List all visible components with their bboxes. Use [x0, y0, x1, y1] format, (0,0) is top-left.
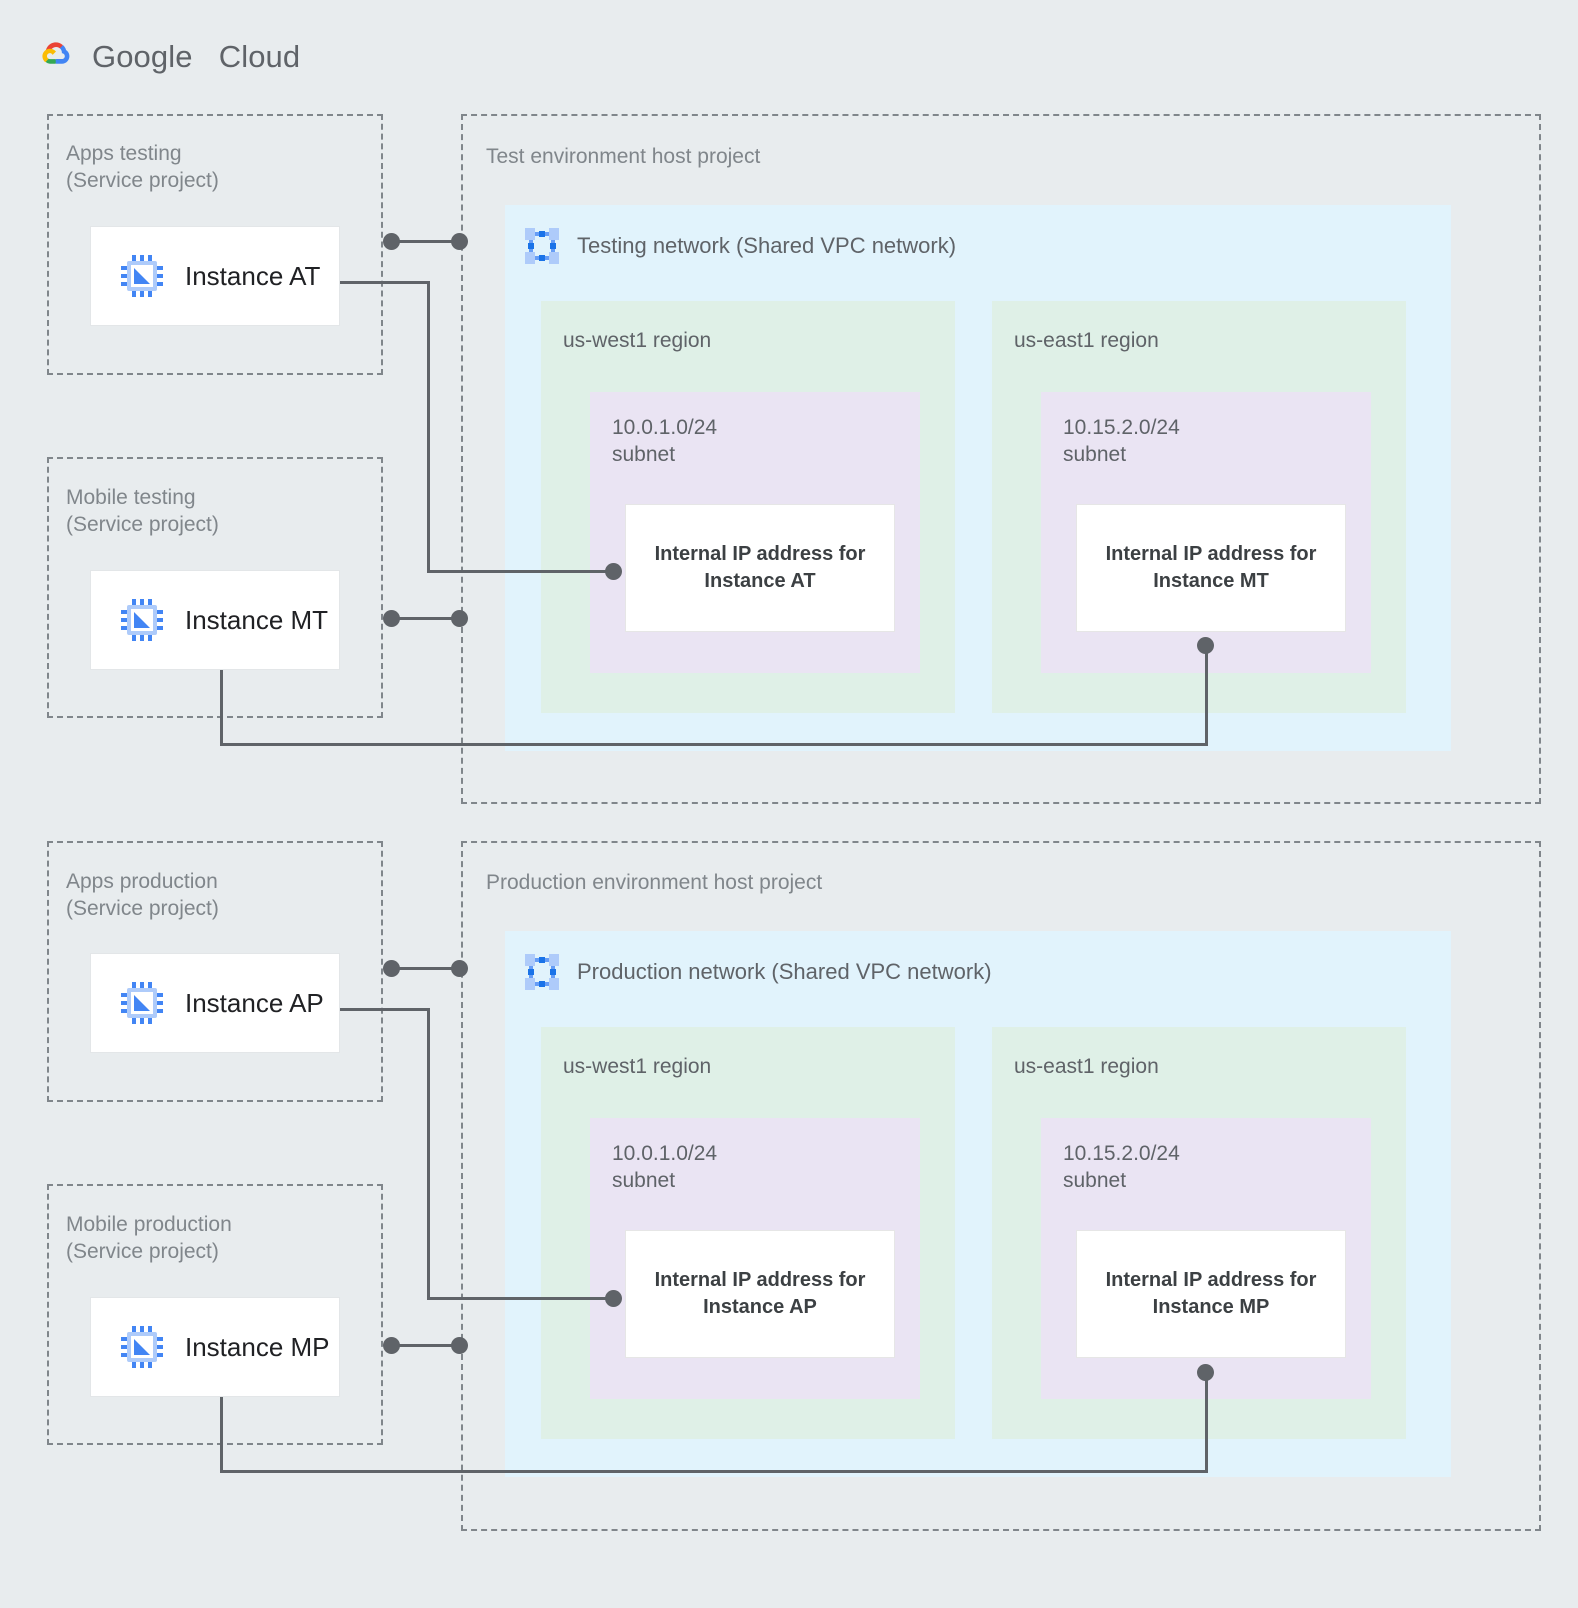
subnet-prod-us-west1-label: 10.0.1.0/24 subnet: [612, 1142, 718, 1193]
ip-box-instance-mt: Internal IP address for Instance MT: [1076, 504, 1346, 632]
region-test-us-west1-label: us-west1 region: [563, 329, 712, 352]
google-cloud-wordmark: Google Cloud: [92, 39, 300, 75]
service-project-apps-testing-title: Apps testing (Service project): [66, 142, 219, 192]
subnet-prod-us-east1: 10.15.2.0/24 subnet Internal IP address …: [1041, 1118, 1371, 1399]
connector-dot: [451, 610, 468, 627]
region-test-us-east1: us-east1 region 10.15.2.0/24 subnet Inte…: [992, 301, 1406, 713]
vm-chip-icon: [121, 599, 163, 641]
service-project-apps-production-title: Apps production (Service project): [66, 870, 219, 920]
host-project-production-title: Production environment host project: [486, 871, 823, 894]
connector-endpoint-at: [605, 563, 622, 580]
brand-google: Google: [92, 39, 193, 74]
region-test-us-east1-label: us-east1 region: [1014, 329, 1159, 352]
connector-mp-segment-v2: [1205, 1373, 1208, 1471]
host-project-production: [461, 841, 1541, 1531]
connector-apps-testing-to-host: [392, 240, 460, 243]
connector-mt-segment-h: [220, 743, 1208, 746]
instance-card-mt-label: Instance MT: [185, 604, 329, 635]
vm-chip-icon: [121, 255, 163, 297]
network-testing-title: Testing network (Shared VPC network): [577, 233, 957, 258]
service-project-mobile-production: [47, 1184, 383, 1445]
subnet-test-us-west1: 10.0.1.0/24 subnet Internal IP address f…: [590, 392, 920, 673]
vm-chip-icon: [121, 1326, 163, 1368]
network-testing-header: Testing network (Shared VPC network): [523, 227, 956, 265]
instance-card-mp-label: Instance MP: [185, 1331, 330, 1362]
google-cloud-logo: Google Cloud: [32, 34, 300, 80]
connector-mt-segment-v1: [220, 670, 223, 746]
region-prod-us-west1-label: us-west1 region: [563, 1055, 712, 1078]
region-test-us-west1: us-west1 region 10.0.1.0/24 subnet Inter…: [541, 301, 955, 713]
connector-at-segment-h2: [427, 570, 615, 573]
instance-card-mt[interactable]: Instance MT: [90, 570, 340, 670]
brand-cloud: Cloud: [218, 39, 301, 74]
region-prod-us-east1-label: us-east1 region: [1014, 1055, 1159, 1078]
network-production-title: Production network (Shared VPC network): [577, 959, 992, 984]
connector-dot: [451, 1337, 468, 1354]
connector-dot: [383, 960, 400, 977]
connector-ap-segment-h2: [427, 1297, 615, 1300]
instance-card-at-label: Instance AT: [185, 260, 321, 291]
subnet-test-us-east1: 10.15.2.0/24 subnet Internal IP address …: [1041, 392, 1371, 673]
ip-box-instance-at: Internal IP address for Instance AT: [625, 504, 895, 632]
connector-apps-production-to-host: [392, 967, 460, 970]
connector-at-segment-v: [427, 281, 430, 573]
subnet-prod-us-east1-label: 10.15.2.0/24 subnet: [1063, 1142, 1180, 1193]
connector-dot: [383, 1337, 400, 1354]
connector-mp-segment-h: [220, 1470, 1208, 1473]
subnet-prod-us-west1: 10.0.1.0/24 subnet Internal IP address f…: [590, 1118, 920, 1399]
connector-mp-segment-v1: [220, 1397, 223, 1473]
connector-mobile-production-to-host: [392, 1344, 460, 1347]
network-production-header: Production network (Shared VPC network): [523, 953, 992, 991]
connector-endpoint-ap: [605, 1290, 622, 1307]
connector-endpoint-mt: [1197, 637, 1214, 654]
network-production: Production network (Shared VPC network) …: [505, 931, 1451, 1477]
vm-chip-icon: [121, 982, 163, 1024]
connector-mt-segment-v2: [1205, 646, 1208, 744]
service-project-apps-production: [47, 841, 383, 1102]
connector-dot: [383, 233, 400, 250]
host-project-test: [461, 114, 1541, 804]
instance-card-ap[interactable]: Instance AP: [90, 953, 340, 1053]
service-project-mobile-production-title: Mobile production (Service project): [66, 1213, 232, 1263]
google-cloud-logo-icon: [32, 34, 78, 80]
service-project-apps-testing: [47, 114, 383, 375]
connector-at-segment-h1: [340, 281, 430, 284]
vpc-network-icon: [523, 227, 561, 265]
connector-dot: [451, 233, 468, 250]
network-testing: Testing network (Shared VPC network) us-…: [505, 205, 1451, 751]
connector-endpoint-mp: [1197, 1364, 1214, 1381]
connector-dot: [451, 960, 468, 977]
subnet-test-us-east1-label: 10.15.2.0/24 subnet: [1063, 416, 1180, 467]
connector-mobile-testing-to-host: [392, 617, 460, 620]
service-project-mobile-testing: [47, 457, 383, 718]
connector-ap-segment-v: [427, 1008, 430, 1300]
region-prod-us-west1: us-west1 region 10.0.1.0/24 subnet Inter…: [541, 1027, 955, 1439]
instance-card-at[interactable]: Instance AT: [90, 226, 340, 326]
connector-dot: [383, 610, 400, 627]
connector-ap-segment-h1: [340, 1008, 430, 1011]
ip-box-instance-mp: Internal IP address for Instance MP: [1076, 1230, 1346, 1358]
instance-card-mp[interactable]: Instance MP: [90, 1297, 340, 1397]
subnet-test-us-west1-label: 10.0.1.0/24 subnet: [612, 416, 718, 467]
vpc-network-icon: [523, 953, 561, 991]
service-project-mobile-testing-title: Mobile testing (Service project): [66, 486, 219, 536]
host-project-test-title: Test environment host project: [486, 145, 761, 168]
instance-card-ap-label: Instance AP: [185, 987, 324, 1018]
ip-box-instance-ap: Internal IP address for Instance AP: [625, 1230, 895, 1358]
